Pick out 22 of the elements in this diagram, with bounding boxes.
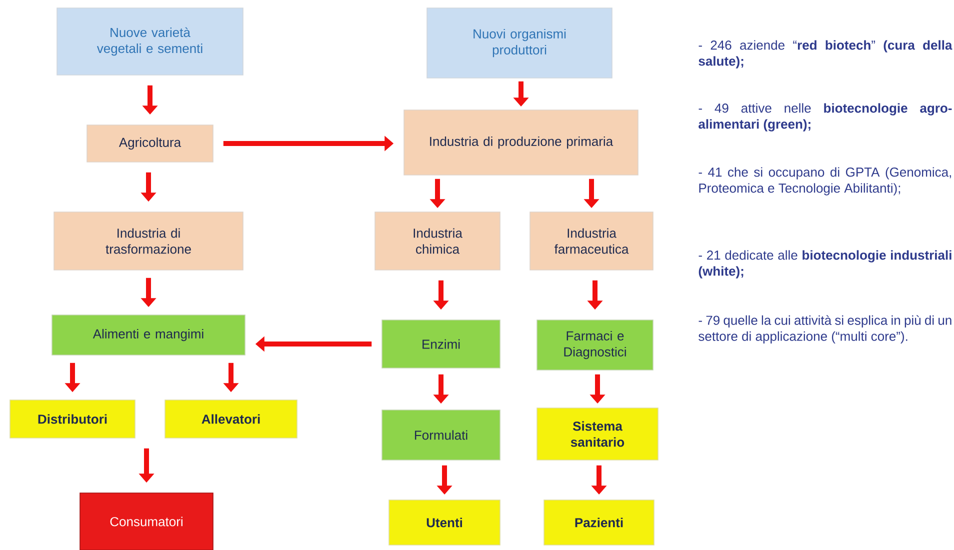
process-box: Nuove varietà vegetali e sementi [56, 8, 244, 76]
consumer-box: Consumatori [80, 492, 214, 550]
user-box: Allevatori [164, 400, 298, 438]
product-box: Enzimi [382, 320, 500, 368]
process-box: Industria chimica [374, 212, 500, 270]
product-box: Alimenti e mangimi [52, 314, 246, 356]
user-box: Utenti [388, 500, 500, 546]
process-box: Industria di trasformazione [54, 212, 244, 270]
note-paragraph: - 79 quelle la cui attività si esplica in più di un settore di applicazione (“multi core”). [698, 315, 952, 344]
product-box: Farmaci e Diagnostici [536, 320, 654, 370]
process-box: Industria di produzione primaria [404, 110, 638, 176]
note-paragraph: - 246 aziende “red biotech” (cura della salute); [698, 40, 952, 68]
process-box: Nuovi organismi produttori [426, 8, 612, 78]
user-box: Sistema sanitario [536, 408, 658, 460]
note-paragraph: - 21 dedicate alle biotecnologie industriali (white); [698, 250, 952, 278]
user-box: Distributori [10, 400, 136, 438]
note-paragraph: - 41 che si occupano di GPTA (Genomica, Proteomica e Tecnologie Abilitanti); [698, 167, 951, 196]
user-box: Pazienti [544, 500, 654, 546]
note-paragraph: - 49 attive nelle biotecnologie agro-alimentari (green); [698, 103, 952, 132]
product-box: Formulati [382, 410, 500, 460]
process-box: Industria farmaceutica [530, 212, 654, 270]
process-box: Agricoltura [86, 124, 214, 162]
